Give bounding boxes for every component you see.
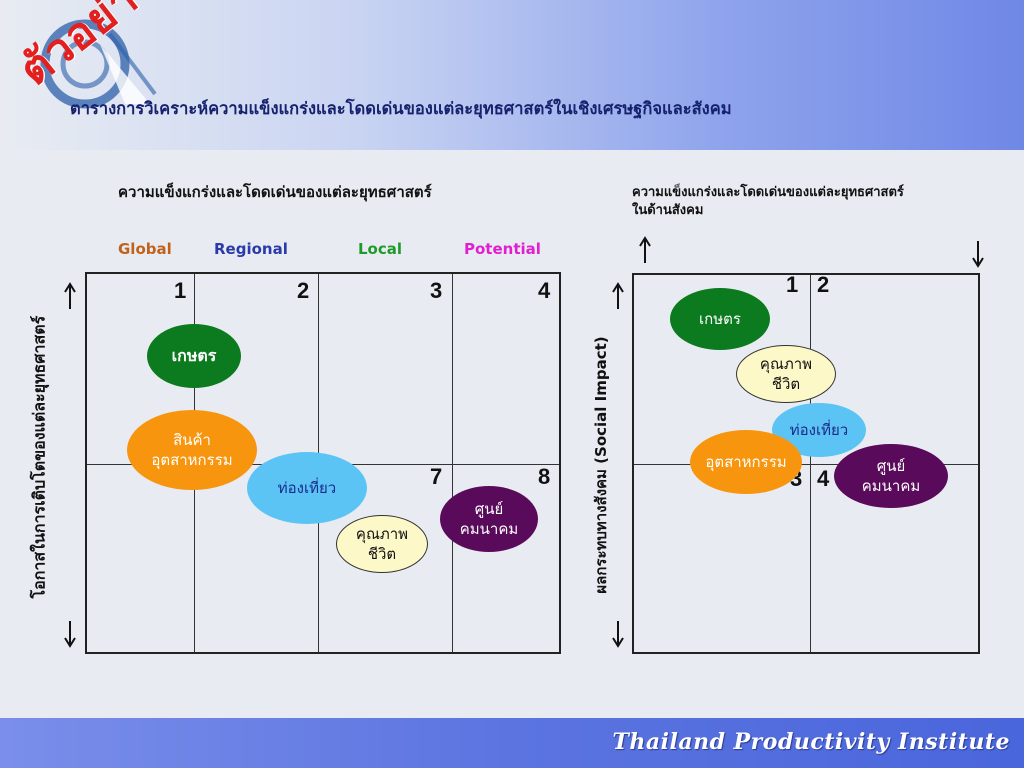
- quadrant-number: 8: [538, 464, 551, 489]
- ellipse-label: ท่องเที่ยว: [277, 479, 337, 497]
- ellipse-label: สินค้า อุตสาหกรรม: [151, 431, 233, 469]
- legend-regional: Regional: [214, 240, 288, 258]
- quality-of-life-ellipse: คุณภาพ ชีวิต: [336, 515, 428, 573]
- arrow-down-icon: [972, 241, 984, 268]
- institute-logo-icon: [40, 19, 157, 109]
- arrow-down-icon: [612, 621, 624, 648]
- left-chart-heading: ความแข็งแกร่งและโดดเด่นของแต่ละยุทธศาสตร…: [118, 183, 432, 201]
- industry-ellipse: อุตสาหกรรม: [690, 430, 802, 494]
- header-band: [0, 0, 1024, 150]
- legend-potential: Potential: [464, 240, 541, 258]
- quadrant-number: 1: [786, 272, 799, 297]
- footer-band: [0, 718, 1024, 768]
- legend-global: Global: [118, 240, 172, 258]
- page-title: ตารางการวิเคราะห์ความแข็งแกร่งและโดดเด่น…: [70, 99, 732, 118]
- right-y-axis-label: ผลกระทบทางสังคม (Social Impact): [592, 336, 610, 594]
- agriculture-ellipse: เกษตร: [670, 288, 770, 350]
- transport-hub-ellipse: ศูนย์ คมนาคม: [440, 486, 538, 552]
- quadrant-number: 7: [430, 464, 443, 489]
- quadrant-number: 2: [817, 272, 830, 297]
- arrow-down-icon: [64, 621, 76, 648]
- ellipse-label: ศูนย์ คมนาคม: [459, 500, 519, 538]
- transport-hub-ellipse: ศูนย์ คมนาคม: [834, 444, 948, 508]
- quadrant-number: 1: [174, 278, 187, 303]
- ellipse-label: คุณภาพ ชีวิต: [759, 355, 813, 393]
- left-y-axis-label: โอกาสในการเติบโตของแต่ละยุทธศาสตร์: [29, 315, 49, 599]
- quadrant-number: 4: [538, 278, 551, 303]
- quality-of-life-ellipse: คุณภาพ ชีวิต: [736, 345, 836, 403]
- ellipse-label: ศูนย์ คมนาคม: [861, 457, 921, 495]
- ellipse-label: อุตสาหกรรม: [705, 453, 787, 471]
- ellipse-label: เกษตร: [171, 346, 217, 365]
- agriculture-ellipse: เกษตร: [147, 324, 241, 388]
- quadrant-number: 2: [297, 278, 310, 303]
- ellipse-label: ท่องเที่ยว: [789, 421, 849, 439]
- arrow-up-icon: [612, 282, 624, 309]
- quadrant-number: 3: [430, 278, 443, 303]
- industrial-goods-ellipse: สินค้า อุตสาหกรรม: [127, 410, 257, 490]
- ellipse-label: คุณภาพ ชีวิต: [355, 525, 409, 563]
- right-chart-heading: ความแข็งแกร่งและโดดเด่นของแต่ละยุทธศาสตร…: [632, 185, 904, 218]
- quadrant-number: 4: [817, 466, 830, 491]
- tourism-ellipse: ท่องเที่ยว: [247, 452, 367, 524]
- footer-institute-name: Thailand Productivity Institute: [612, 729, 1010, 755]
- ellipse-label: เกษตร: [699, 310, 741, 328]
- legend-local: Local: [358, 240, 403, 258]
- arrow-up-icon: [639, 236, 651, 263]
- arrow-up-icon: [64, 282, 76, 309]
